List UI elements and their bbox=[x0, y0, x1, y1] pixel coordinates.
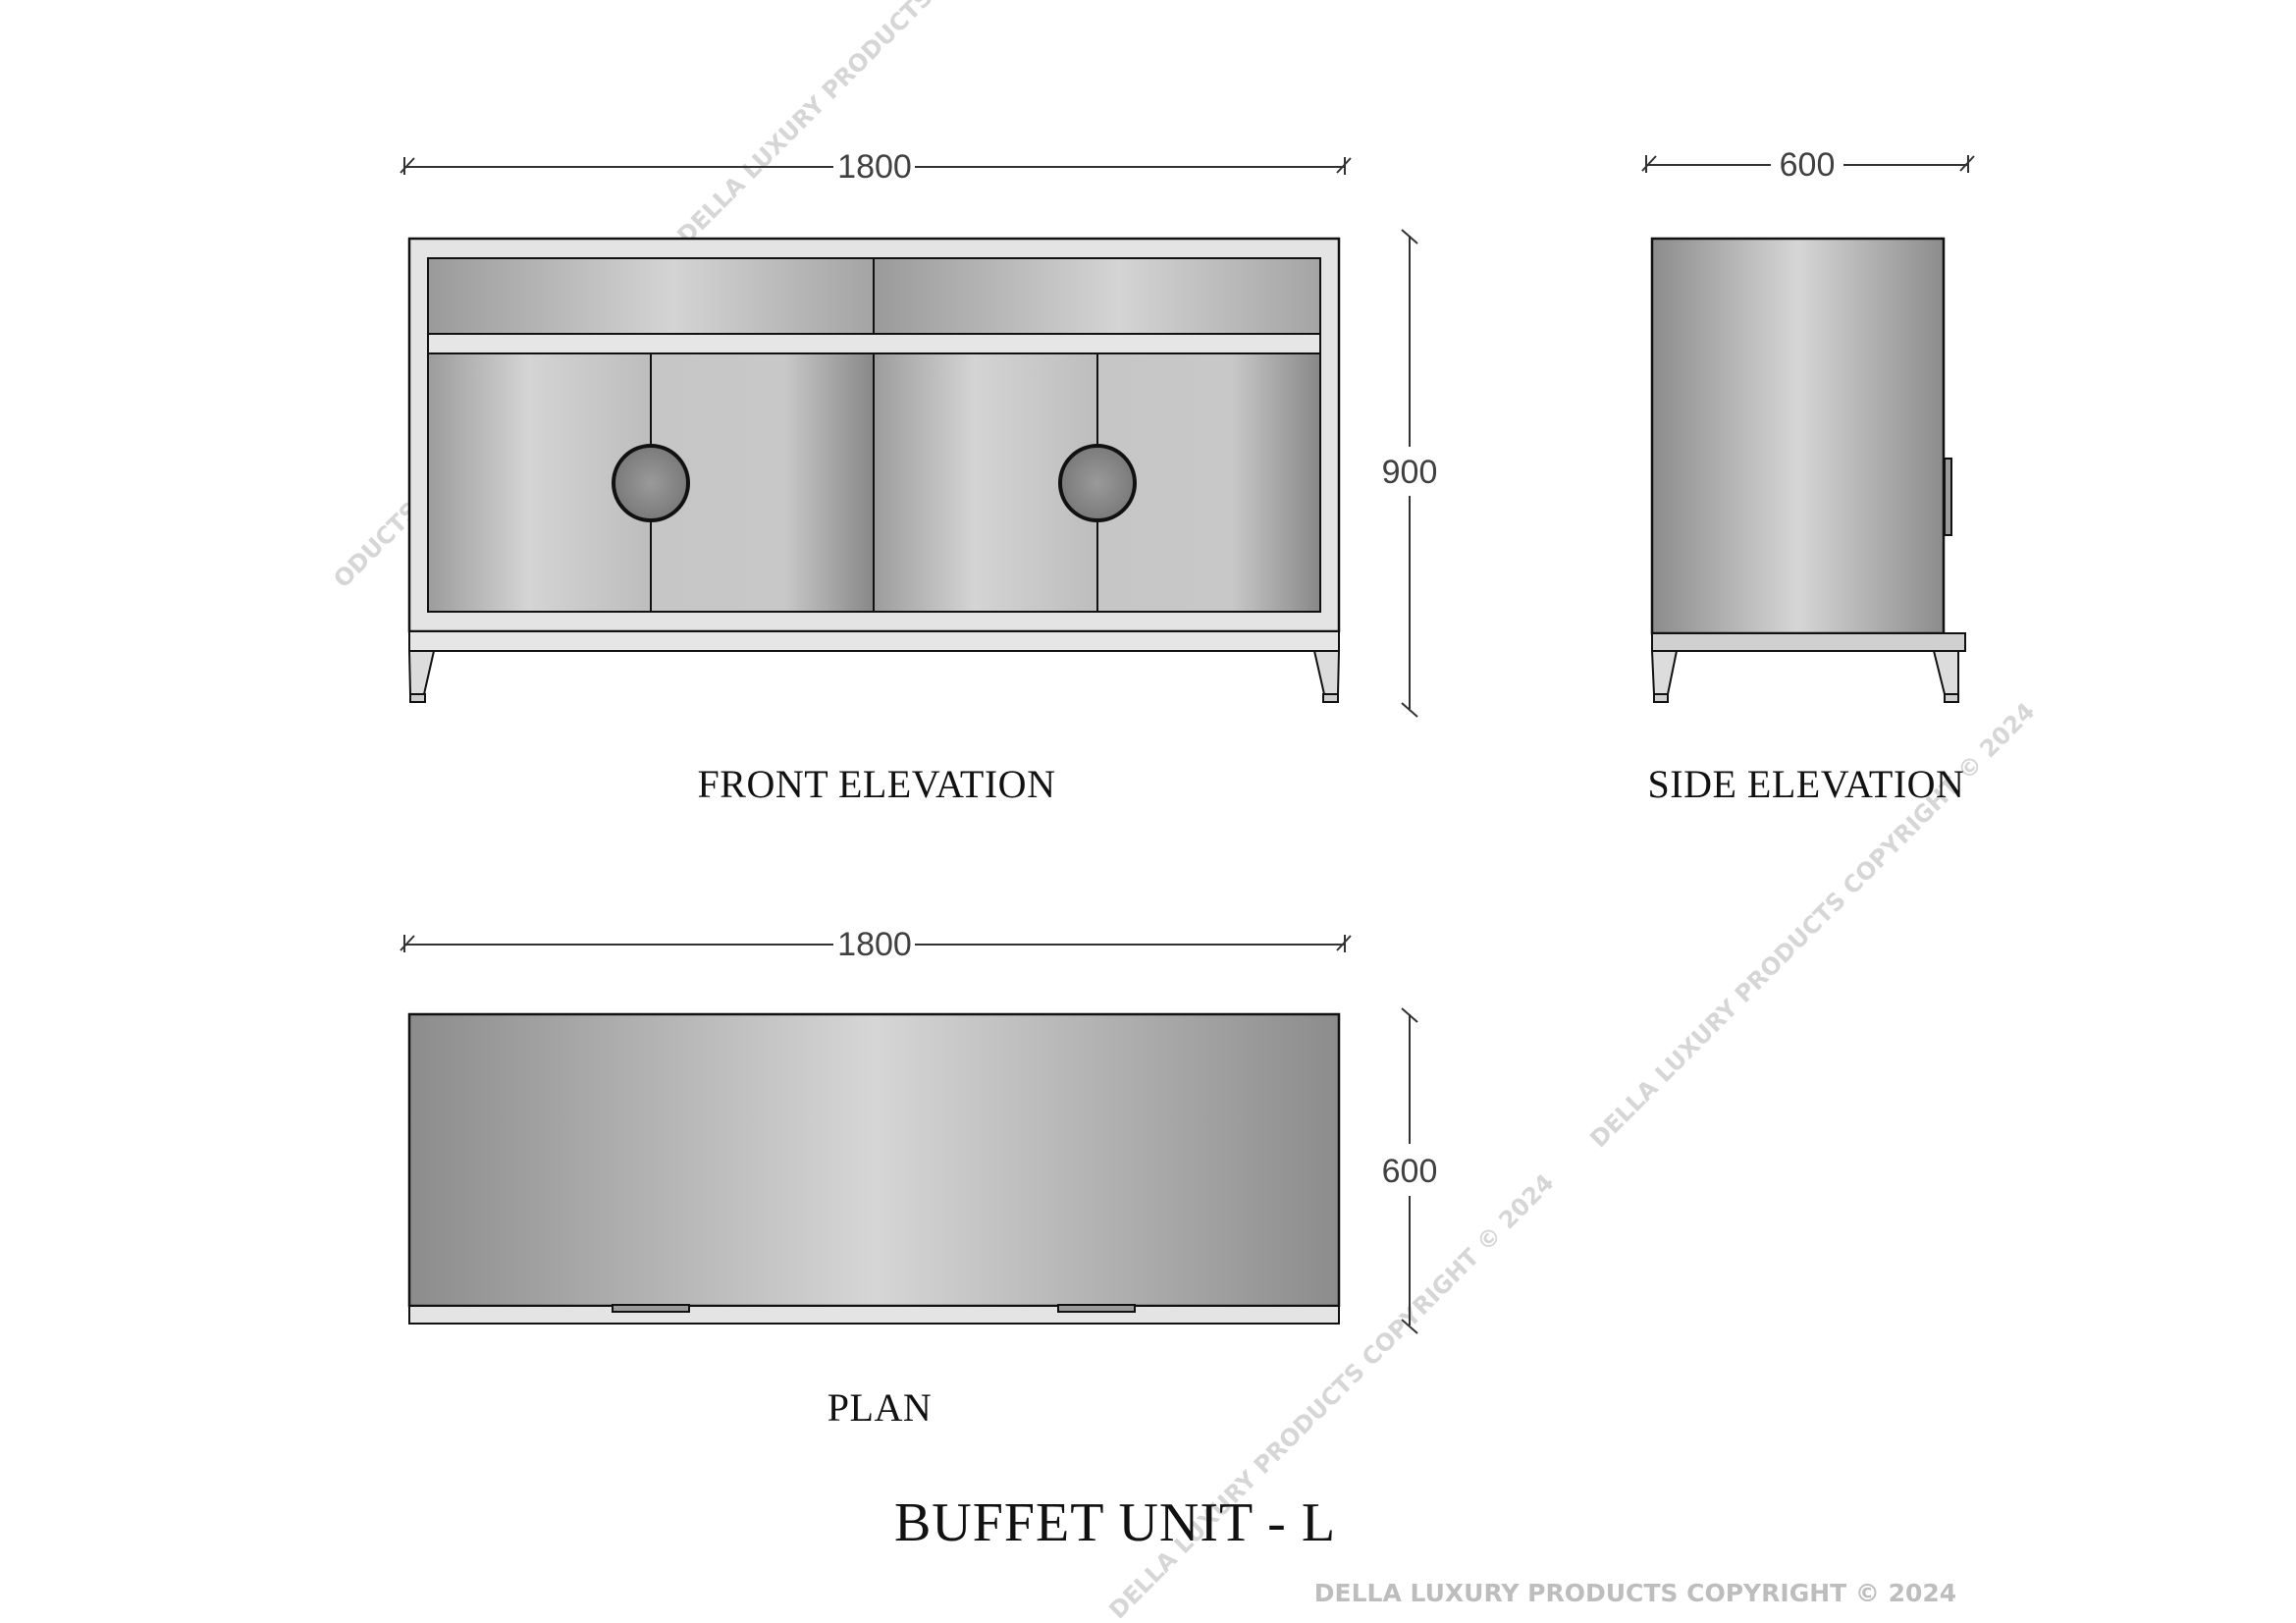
front-leg-right bbox=[1312, 650, 1341, 695]
plan-handle-left bbox=[612, 1304, 690, 1313]
side-width-dimension bbox=[1641, 155, 1975, 173]
watermark-diagonal-1: DELLA LUXURY PRODUCTS bbox=[671, 0, 937, 249]
plan-front-edge bbox=[408, 1305, 1340, 1325]
side-leg-right bbox=[1932, 650, 1959, 695]
front-plinth bbox=[408, 630, 1340, 652]
side-foot-left bbox=[1653, 693, 1669, 703]
plan-depth-label: 600 bbox=[1382, 1153, 1438, 1190]
side-elevation: 600 SIDE ELEVATION bbox=[1641, 146, 1975, 806]
front-handle-left bbox=[612, 444, 690, 522]
plan-view: 1800 600 PLAN bbox=[400, 926, 1437, 1430]
front-height-dimension bbox=[1401, 229, 1418, 718]
plan-depth-dimension bbox=[1401, 1007, 1418, 1334]
front-foot-right bbox=[1322, 693, 1339, 703]
front-elevation: 1800 900 FRONT ELEVATION bbox=[400, 148, 1437, 806]
side-leg-left bbox=[1650, 650, 1679, 695]
plan-top bbox=[407, 1012, 1341, 1308]
front-drawer-right bbox=[873, 257, 1321, 335]
side-foot-right bbox=[1944, 693, 1959, 703]
drawing-title: BUFFET UNIT - L bbox=[894, 1492, 1336, 1553]
side-panel bbox=[1650, 237, 1946, 635]
plan-handle-right bbox=[1057, 1304, 1136, 1313]
front-leg-left bbox=[407, 650, 436, 695]
side-plinth bbox=[1651, 632, 1966, 652]
side-elevation-label: SIDE ELEVATION bbox=[1648, 762, 1965, 806]
side-handle bbox=[1944, 458, 1952, 536]
front-elevation-label: FRONT ELEVATION bbox=[698, 762, 1056, 806]
front-handle-right bbox=[1058, 444, 1137, 522]
plan-width-label: 1800 bbox=[837, 926, 912, 963]
plan-width-dimension bbox=[400, 935, 1352, 952]
footer-copyright: DELLA LUXURY PRODUCTS COPYRIGHT © 2024 bbox=[1314, 1579, 1956, 1607]
front-width-dimension bbox=[400, 157, 1352, 175]
front-height-label: 900 bbox=[1382, 454, 1438, 491]
front-shelf-rail bbox=[427, 333, 1321, 354]
plan-label: PLAN bbox=[828, 1385, 932, 1430]
front-foot-left bbox=[409, 693, 426, 703]
front-width-label: 1800 bbox=[837, 148, 912, 186]
front-drawer-left bbox=[427, 257, 875, 335]
side-width-label: 600 bbox=[1780, 146, 1836, 184]
